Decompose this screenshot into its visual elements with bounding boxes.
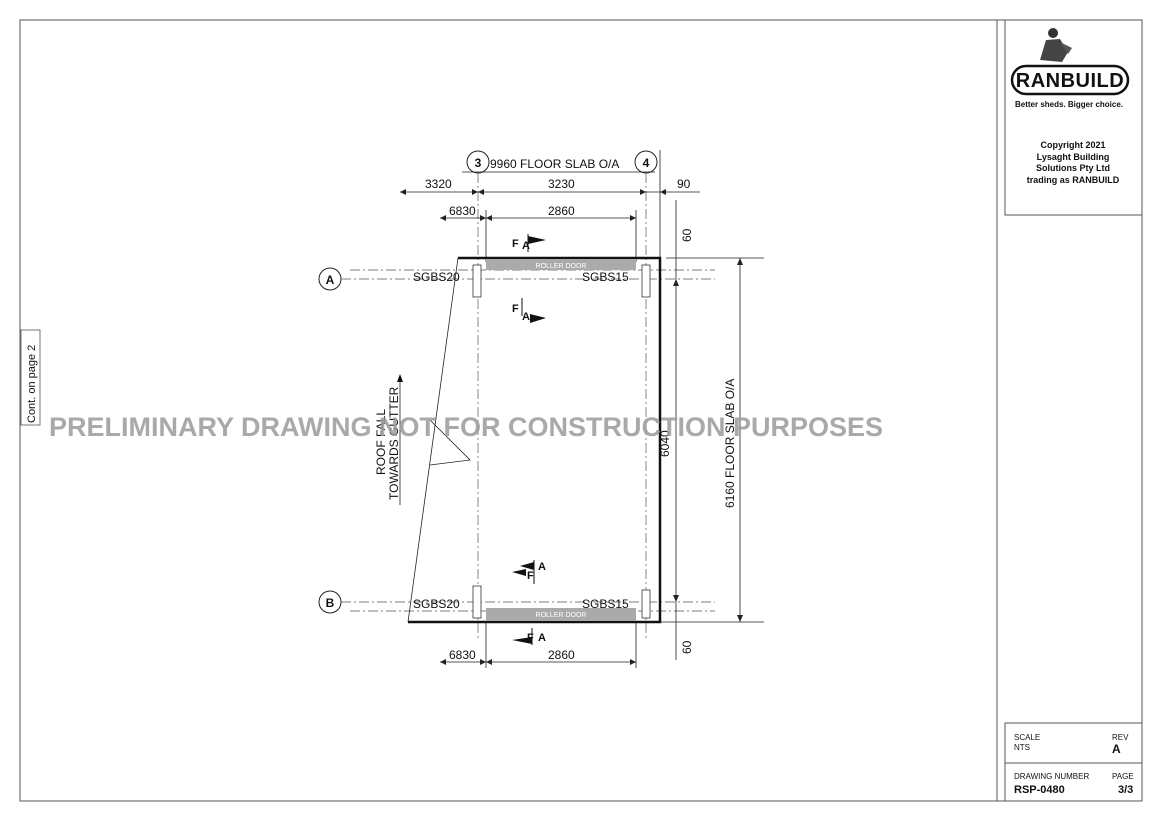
sheet-border: [19, 19, 1143, 802]
dim-arrows-row-2: [440, 215, 636, 221]
flag-marker-3: A F: [512, 560, 546, 584]
roof-fall-label-2: TOWARDS GUTTER: [387, 386, 401, 500]
rev-value: A: [1112, 742, 1121, 756]
drawing-number-label: DRAWING NUMBER: [1014, 772, 1089, 781]
column-a4: [641, 264, 651, 298]
flag-marker-4: F A: [512, 628, 546, 645]
roof-fall-arrowhead: [397, 374, 403, 382]
continuation-note: Cont. on page 2: [26, 345, 38, 423]
flag-marker-2: F A: [512, 298, 546, 323]
member-bottom-right: SGBS15: [582, 597, 629, 611]
member-top-right: SGBS15: [582, 270, 629, 284]
ranbuild-logo: RANBUILD: [1010, 28, 1130, 96]
dim-6160: 6160 FLOOR SLAB O/A: [723, 379, 737, 508]
rev-label: REV: [1112, 733, 1129, 742]
svg-text:F: F: [527, 570, 534, 582]
roof-fall-label-1: ROOF FALL: [374, 409, 388, 475]
member-top-left: SGBS20: [413, 270, 460, 284]
dim-6040: 6040: [658, 430, 672, 457]
dim-2860-bottom: 2860: [548, 648, 575, 662]
dim-6830-bottom: 6830: [449, 648, 476, 662]
svg-text:A: A: [522, 240, 530, 252]
continuation-tab: [20, 329, 41, 426]
dim-arrows-bottom: [440, 659, 636, 665]
grid-label-b: B: [326, 596, 335, 610]
svg-text:A: A: [538, 632, 546, 644]
dim-60-bottom: 60: [680, 640, 694, 654]
page-label: PAGE: [1112, 772, 1134, 781]
roller-door-top: [486, 259, 636, 270]
logo-box: [1004, 19, 1143, 216]
dim-3230: 3230: [548, 177, 575, 191]
copyright-line-3: Solutions Pty Ltd: [1036, 163, 1110, 173]
scale-value: NTS: [1014, 743, 1030, 752]
dim-60-top: 60: [680, 228, 694, 242]
preliminary-watermark: PRELIMINARY DRAWING NOT FOR CONSTRUCTION…: [49, 412, 883, 442]
copyright-line-4: trading as RANBUILD: [1027, 175, 1120, 185]
grid-label-a: A: [326, 273, 335, 287]
copyright-line-2: Lysaght Building: [1037, 152, 1110, 162]
slab-outline: [408, 256, 662, 624]
dim-6830-top: 6830: [449, 204, 476, 218]
roof-fall-leader: [429, 419, 471, 466]
grid-label-4: 4: [643, 156, 650, 170]
roller-door-top-label: ROLLER DOOR: [536, 263, 587, 270]
grid-label-3: 3: [475, 156, 482, 170]
dim-2860-top: 2860: [548, 204, 575, 218]
column-a3: [472, 264, 482, 298]
page-value: 3/3: [1118, 784, 1133, 796]
member-bottom-left: SGBS20: [413, 597, 460, 611]
dim-3320: 3320: [425, 177, 452, 191]
copyright-line-1: Copyright 2021: [1040, 140, 1105, 150]
info-box: [1004, 722, 1143, 802]
logo-tagline: Better sheds. Bigger choice.: [1015, 100, 1123, 109]
svg-text:A: A: [522, 311, 530, 323]
roller-door-bottom-label: ROLLER DOOR: [536, 612, 587, 619]
roller-door-bottom: [486, 608, 636, 621]
scale-label: SCALE: [1014, 733, 1040, 742]
svg-text:A: A: [538, 561, 546, 573]
column-b3: [472, 585, 482, 619]
svg-text:F: F: [512, 238, 519, 250]
logo-wordmark: RANBUILD: [1016, 70, 1124, 92]
dim-overall-top: 9960 FLOOR SLAB O/A: [490, 157, 619, 171]
column-b4: [641, 589, 651, 619]
dim-90: 90: [677, 177, 691, 191]
svg-text:F: F: [512, 303, 519, 315]
skillion-edge: [407, 257, 459, 623]
flag-marker-1: F A: [512, 234, 546, 252]
drawing-number: RSP-0480: [1014, 784, 1065, 796]
